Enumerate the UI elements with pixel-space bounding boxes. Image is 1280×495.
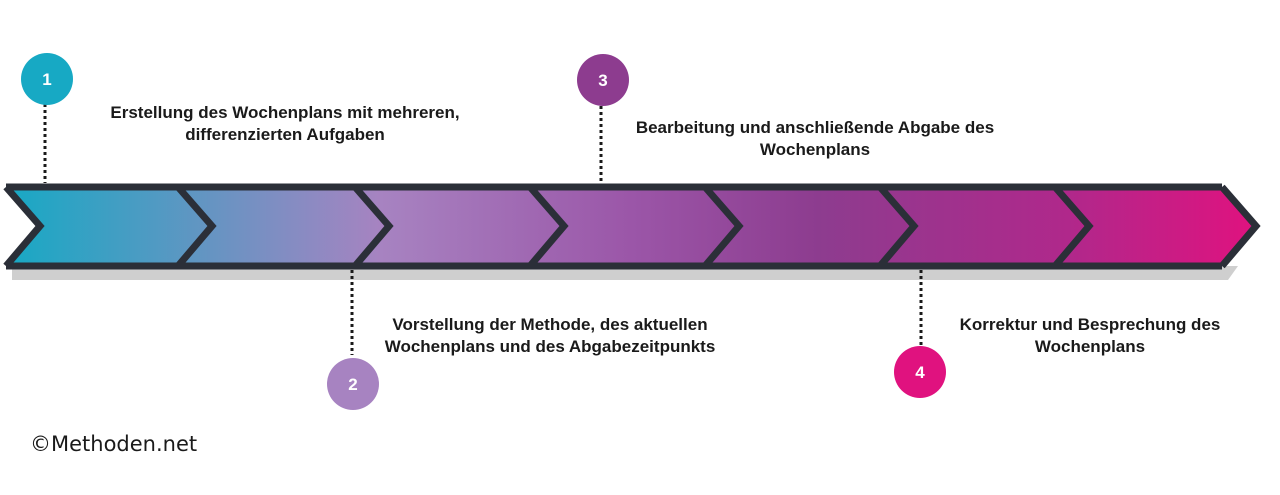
step-1-number: 1 (42, 70, 51, 89)
step-4-line-2: Wochenplans (1034, 337, 1146, 356)
step-3-line-1: Bearbeitung und anschließende Abgabe des (635, 118, 995, 137)
step-2-marker: 2 (327, 358, 379, 410)
step-4-marker: 4 (894, 346, 946, 398)
chevron-6 (877, 184, 919, 269)
step-2-number: 2 (348, 375, 357, 394)
step-2-line-2: Wochenplans und des Abgabezeitpunkts (384, 337, 716, 356)
chevron-4 (527, 184, 569, 269)
step-4-circle (894, 346, 946, 398)
step-3-line-2: Wochenplans (759, 140, 871, 159)
step-3-marker: 3 (577, 54, 629, 106)
copyright-notice: ©Methoden.net (30, 432, 198, 456)
chevron-3 (352, 184, 394, 269)
chevron-5 (702, 184, 744, 269)
step-4-line-1: Korrektur und Besprechung des (959, 315, 1221, 334)
step-2-line-1: Vorstellung der Methode, des aktuellen (392, 315, 708, 334)
step-2-description: Vorstellung der Methode, des aktuellen W… (340, 314, 760, 358)
chevron-2 (175, 184, 217, 269)
chevron-outlines (3, 183, 1261, 270)
chevron-1 (3, 184, 45, 269)
step-2-circle (327, 358, 379, 410)
chevron-7 (1052, 184, 1094, 269)
step-1-line-2: differenzierten Aufgaben (185, 125, 385, 144)
step-1-line-1: Erstellung des Wochenplans mit mehreren, (110, 103, 460, 122)
chevron-8 (1219, 184, 1261, 269)
step-1-description: Erstellung des Wochenplans mit mehreren,… (70, 102, 500, 146)
step-3-description: Bearbeitung und anschließende Abgabe des… (600, 117, 1030, 161)
arrow-band (6, 187, 1256, 266)
step-3-circle (577, 54, 629, 106)
step-1-circle (21, 53, 73, 105)
step-3-number: 3 (598, 71, 607, 90)
connectors (43, 104, 923, 355)
step-4-description: Korrektur und Besprechung des Wochenplan… (930, 314, 1250, 358)
step-4-number: 4 (915, 363, 925, 382)
step-1-marker: 1 (21, 53, 73, 105)
